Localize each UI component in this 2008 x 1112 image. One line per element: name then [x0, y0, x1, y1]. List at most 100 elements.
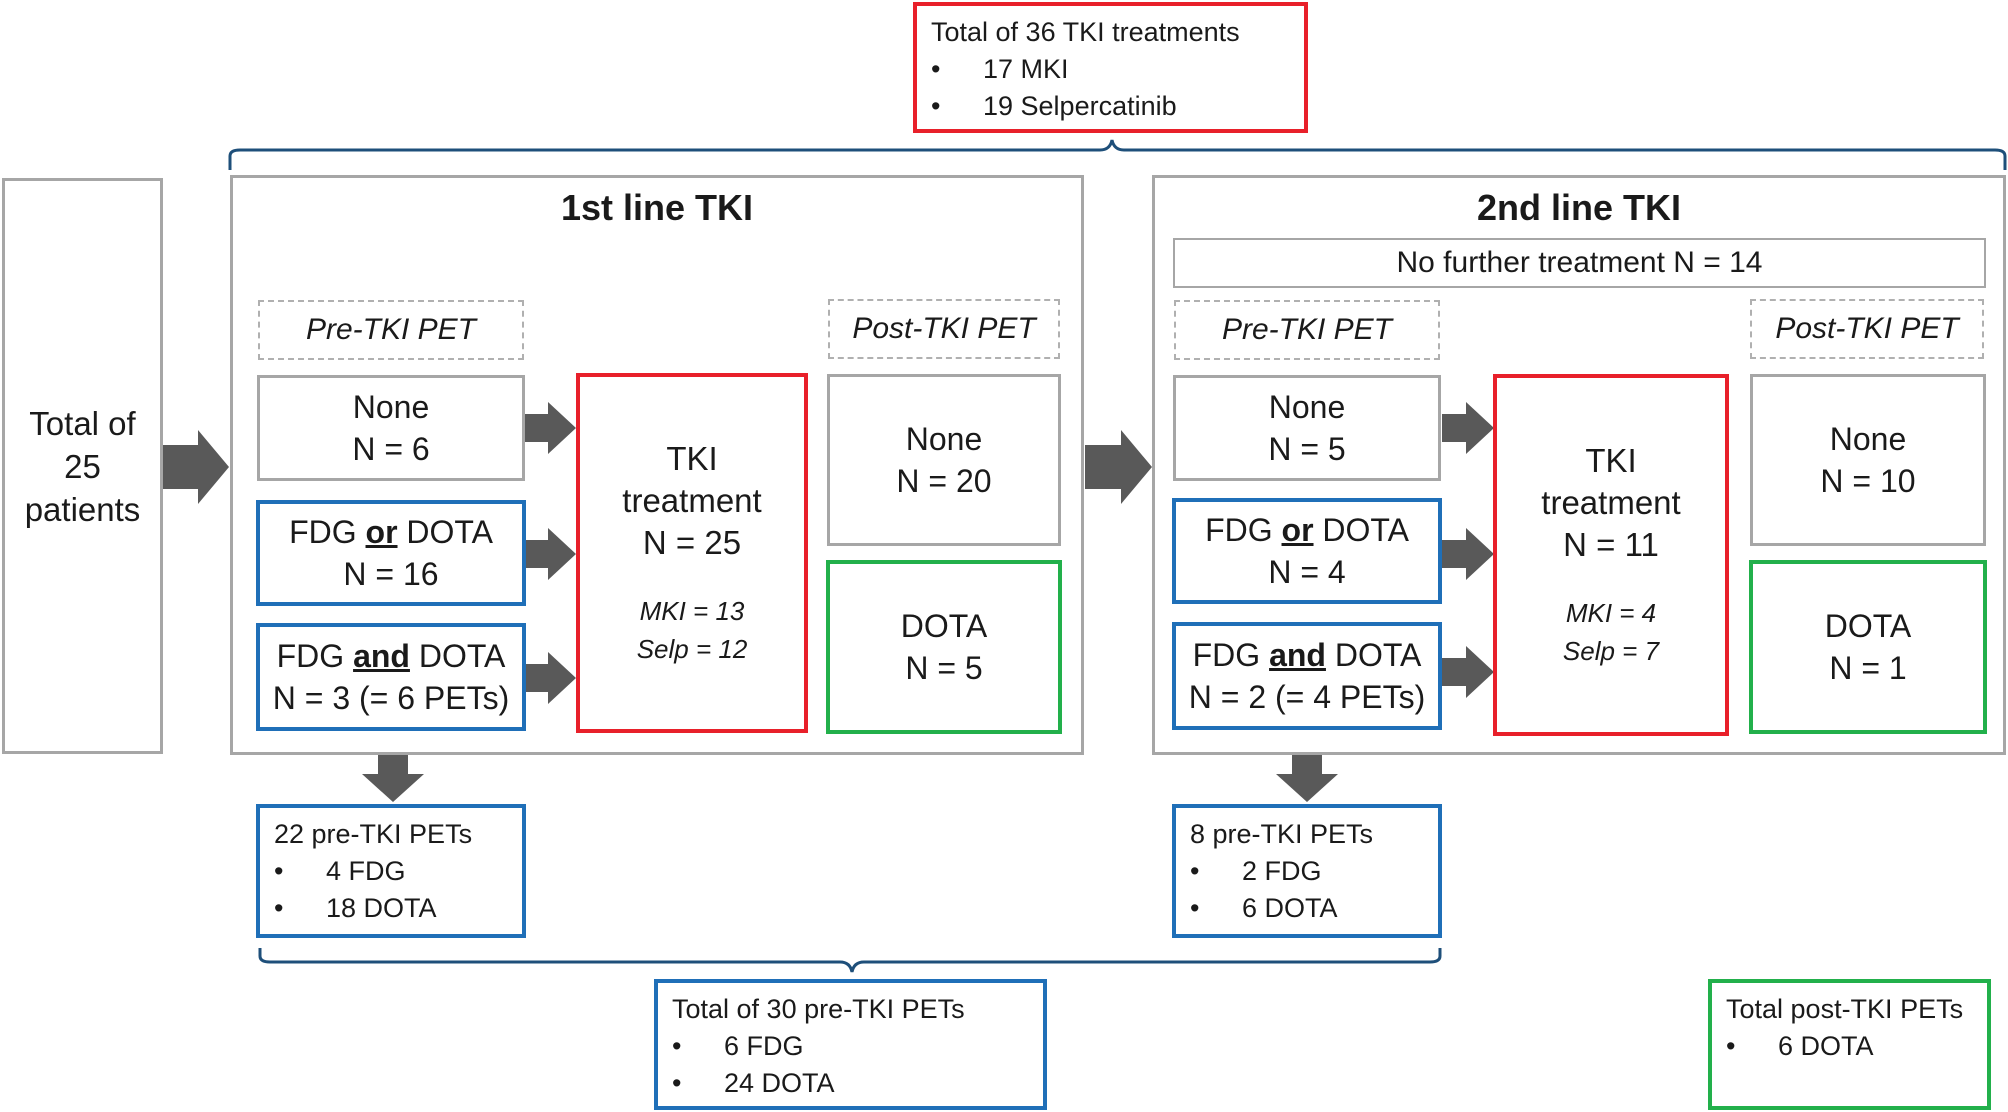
list-item: 19 Selpercatinib	[931, 88, 1290, 125]
second-post-label: Post-TKI PET	[1750, 299, 1984, 359]
first-line-title: 1st line TKI	[560, 187, 754, 228]
first-pre-or-n: N = 16	[343, 556, 439, 592]
first-pre-label: Pre-TKI PET	[258, 300, 524, 360]
post-total-list: 6 DOTA	[1726, 1028, 1973, 1065]
top-summary-list: 17 MKI 19 Selpercatinib	[931, 51, 1290, 125]
top-brace	[228, 139, 2007, 170]
patients-line-3: patients	[24, 490, 141, 528]
list-item: 24 DOTA	[672, 1065, 1029, 1102]
first-tki-line-2: treatment	[622, 482, 762, 519]
arrow-patients-to-first	[162, 430, 229, 504]
first-tki-box: TKI treatment N = 25 MKI = 13 Selp = 12	[576, 373, 808, 733]
second-line-summary: 8 pre-TKI PETs 2 FDG 6 DOTA	[1172, 804, 1442, 938]
second-tki-box: TKI treatment N = 11 MKI = 4 Selp = 7	[1493, 374, 1729, 736]
second-pre-and-label: FDG and DOTA	[1193, 634, 1422, 676]
first-post-dota: DOTA N = 5	[826, 560, 1062, 734]
arrow-1-none	[524, 402, 576, 454]
first-line-summary: 22 pre-TKI PETs 4 FDG 18 DOTA	[256, 804, 526, 938]
arrow-down-2	[1276, 754, 1338, 802]
first-tki-mki: MKI = 13	[639, 596, 745, 626]
second-pre-label: Pre-TKI PET	[1174, 300, 1440, 360]
patients-line-1: Total of	[29, 404, 136, 442]
first-tki-selp: Selp = 12	[636, 634, 748, 664]
second-pre-or-n: N = 4	[1268, 554, 1346, 590]
second-tki-mki: MKI = 4	[1565, 598, 1657, 628]
arrow-1-or	[524, 528, 576, 580]
list-item: 2 FDG	[1190, 853, 1424, 890]
list-item: 6 DOTA	[1190, 890, 1424, 927]
conjunction: or	[1281, 512, 1314, 548]
label-part: FDG	[1192, 637, 1270, 673]
top-summary-box: Total of 36 TKI treatments 17 MKI 19 Sel…	[913, 2, 1308, 133]
list-item: 6 FDG	[672, 1028, 1029, 1065]
conjunction: and	[353, 638, 410, 674]
conjunction: or	[365, 514, 398, 550]
first-line-panel	[230, 175, 1084, 755]
first-post-none-label: None	[905, 421, 983, 457]
list-item: 6 DOTA	[1726, 1028, 1973, 1065]
second-summary-list: 2 FDG 6 DOTA	[1190, 853, 1424, 927]
second-pre-none-label: None	[1268, 389, 1346, 425]
second-post-none-label: None	[1829, 421, 1907, 457]
second-post-dota-label: DOTA	[1824, 608, 1912, 644]
second-summary-title: 8 pre-TKI PETs	[1190, 819, 1374, 849]
patients-line-2: 25	[64, 447, 101, 485]
first-pre-and: FDG and DOTA N = 3 (= 6 PETs)	[256, 623, 526, 731]
first-post-dota-label: DOTA	[900, 608, 988, 644]
second-line-panel	[1152, 175, 2006, 755]
bottom-brace	[258, 948, 1442, 973]
patients-box: Total of 25 patients	[2, 178, 163, 754]
arrow-2-or	[1442, 528, 1494, 580]
second-post-none-n: N = 10	[1820, 463, 1916, 499]
post-total-title: Total post-TKI PETs	[1726, 994, 1964, 1024]
label-part: DOTA	[397, 514, 493, 550]
second-post-dota-n: N = 1	[1829, 650, 1907, 686]
first-pre-or-label: FDG or DOTA	[289, 511, 493, 553]
arrow-1-and	[524, 652, 576, 704]
first-pre-or: FDG or DOTA N = 16	[256, 500, 526, 606]
second-tki-selp: Selp = 7	[1562, 636, 1660, 666]
first-summary-list: 4 FDG 18 DOTA	[274, 853, 508, 927]
second-post-dota: DOTA N = 1	[1749, 560, 1987, 734]
first-post-dota-n: N = 5	[905, 650, 983, 686]
list-item: 17 MKI	[931, 51, 1290, 88]
label-part: DOTA	[1325, 637, 1422, 673]
pre-total-title: Total of 30 pre-TKI PETs	[672, 994, 965, 1024]
label-part: FDG	[289, 514, 366, 550]
first-pre-and-label: FDG and DOTA	[277, 635, 506, 677]
label-part: FDG	[276, 638, 354, 674]
top-summary-title: Total of 36 TKI treatments	[931, 17, 1240, 47]
first-summary-title: 22 pre-TKI PETs	[274, 819, 473, 849]
arrow-2-and	[1442, 646, 1494, 698]
first-post-label: Post-TKI PET	[828, 299, 1060, 359]
second-pre-or-label: FDG or DOTA	[1205, 509, 1409, 551]
first-tki-n: N = 25	[642, 524, 742, 561]
second-tki-line-2: treatment	[1541, 484, 1681, 521]
arrow-2-none	[1442, 402, 1494, 454]
second-line-title: 2nd line TKI	[1476, 187, 1681, 228]
first-pre-none: None N = 6	[257, 375, 525, 481]
pre-total-list: 6 FDG 24 DOTA	[672, 1028, 1029, 1102]
first-tki-line-1: TKI	[666, 440, 718, 477]
first-post-none: None N = 20	[827, 374, 1061, 546]
label-part: DOTA	[1313, 512, 1409, 548]
arrow-down-1	[362, 754, 424, 802]
second-pre-and: FDG and DOTA N = 2 (= 4 PETs)	[1172, 622, 1442, 730]
no-further-treatment: No further treatment N = 14	[1173, 238, 1986, 288]
second-pre-or: FDG or DOTA N = 4	[1172, 498, 1442, 604]
first-pre-and-n: N = 3 (= 6 PETs)	[272, 680, 510, 716]
post-tki-total: Total post-TKI PETs 6 DOTA	[1708, 979, 1991, 1110]
second-post-none: None N = 10	[1750, 374, 1986, 546]
arrow-first-to-second	[1085, 430, 1152, 504]
pre-tki-total: Total of 30 pre-TKI PETs 6 FDG 24 DOTA	[654, 979, 1047, 1110]
label-part: FDG	[1205, 512, 1282, 548]
second-tki-line-1: TKI	[1585, 442, 1637, 479]
second-pre-none-n: N = 5	[1268, 431, 1346, 467]
label-part: DOTA	[409, 638, 506, 674]
list-item: 18 DOTA	[274, 890, 508, 927]
list-item: 4 FDG	[274, 853, 508, 890]
second-pre-none: None N = 5	[1173, 375, 1441, 481]
second-tki-n: N = 11	[1563, 526, 1659, 563]
conjunction: and	[1269, 637, 1326, 673]
